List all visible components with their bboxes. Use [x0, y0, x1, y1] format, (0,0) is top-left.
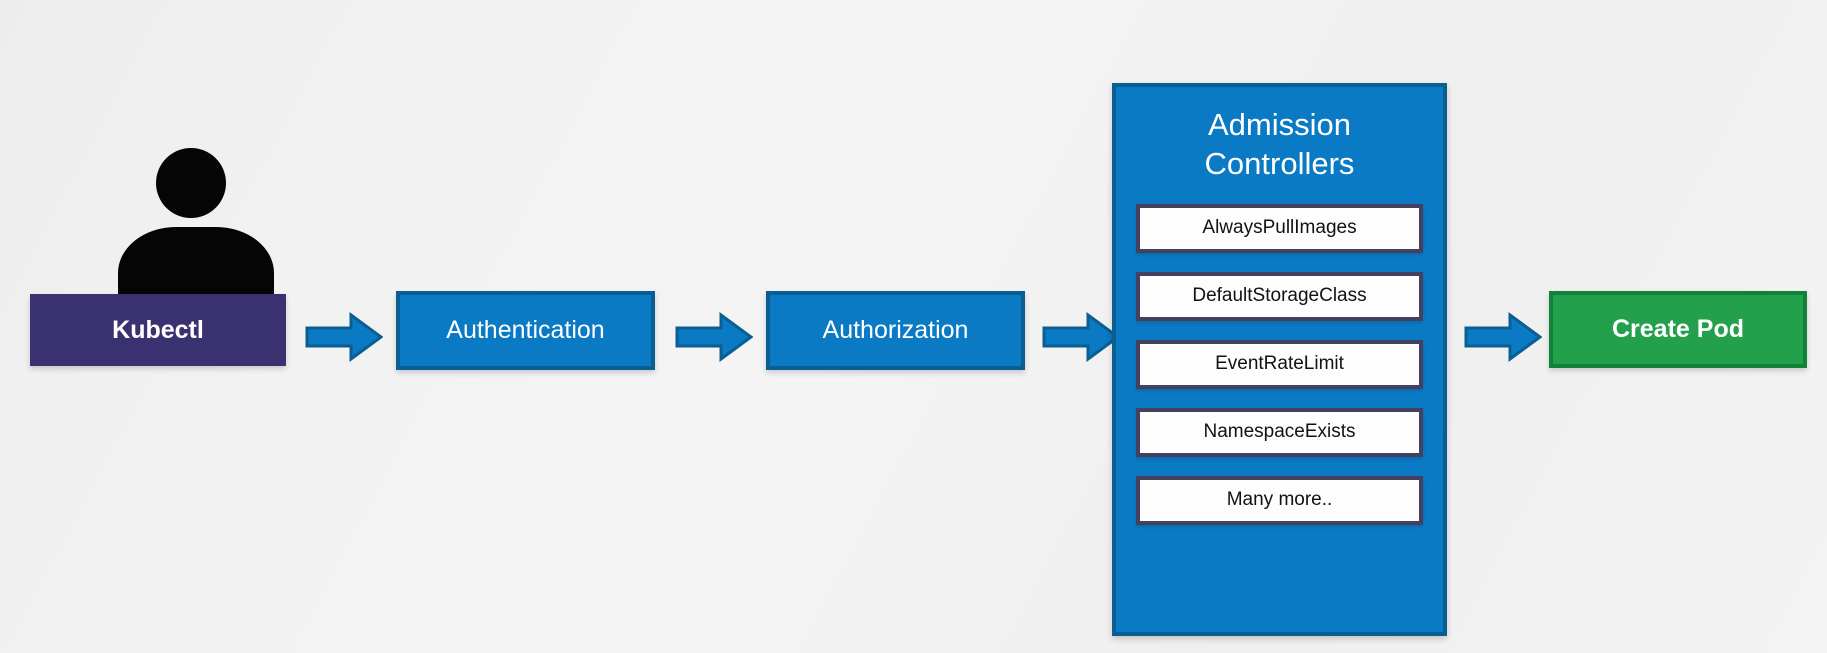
admission-controllers-title: Admission Controllers [1126, 105, 1433, 184]
list-item-label: NamespaceExists [1203, 421, 1356, 443]
list-item[interactable]: DefaultStorageClass [1136, 271, 1423, 321]
person-icon [118, 148, 274, 298]
node-authentication-label: Authentication [446, 316, 605, 345]
arrow-authentication-to-authorization-icon [675, 312, 753, 362]
admission-controllers-title-line-2: Controllers [1204, 146, 1355, 182]
arrow-authorization-to-admission-icon [1042, 312, 1120, 362]
node-authentication[interactable]: Authentication [396, 291, 655, 370]
node-authorization-label: Authorization [822, 316, 969, 345]
person-body-icon [118, 227, 274, 298]
admission-controllers-list: AlwaysPullImages DefaultStorageClass Eve… [1136, 203, 1423, 525]
list-item[interactable]: AlwaysPullImages [1136, 203, 1423, 253]
person-head-icon [156, 148, 226, 218]
list-item-label: DefaultStorageClass [1192, 285, 1367, 307]
arrow-kubectl-to-authentication-icon [305, 312, 383, 362]
list-item-label: AlwaysPullImages [1202, 217, 1357, 239]
admission-controllers-title-line-1: Admission [1208, 107, 1351, 142]
list-item-label: Many more.. [1226, 489, 1333, 511]
node-create-pod[interactable]: Create Pod [1549, 291, 1807, 368]
node-kubectl-label: Kubectl [112, 315, 204, 344]
admission-controllers-panel: Admission Controllers AlwaysPullImages D… [1112, 83, 1447, 636]
list-item-label: EventRateLimit [1215, 353, 1344, 375]
list-item[interactable]: NamespaceExists [1136, 407, 1423, 457]
arrow-admission-to-create-pod-icon [1464, 312, 1542, 362]
node-authorization[interactable]: Authorization [766, 291, 1025, 370]
list-item[interactable]: EventRateLimit [1136, 339, 1423, 389]
node-kubectl[interactable]: Kubectl [30, 294, 286, 366]
list-item[interactable]: Many more.. [1136, 475, 1423, 525]
node-create-pod-label: Create Pod [1612, 315, 1744, 344]
